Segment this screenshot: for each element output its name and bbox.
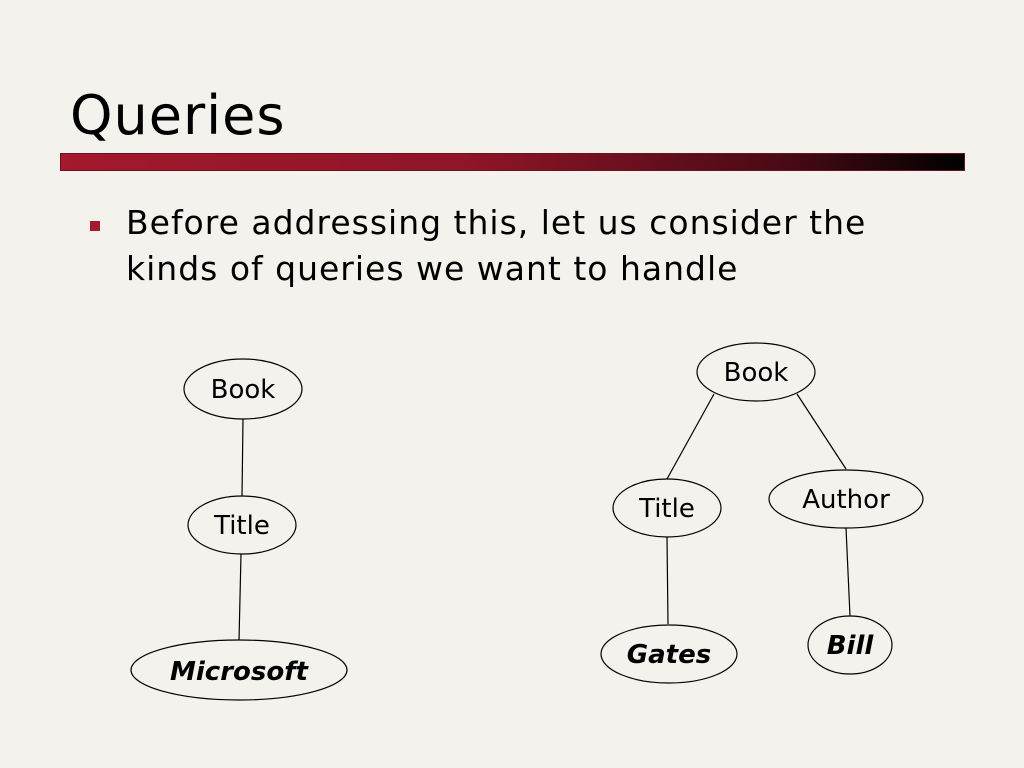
node-bill-ellipse bbox=[807, 615, 893, 675]
edge-book-title bbox=[666, 393, 715, 480]
node-microsoft-ellipse bbox=[130, 639, 348, 701]
edge-title-gates bbox=[666, 536, 669, 625]
edge-book-author bbox=[796, 393, 847, 470]
edge-title-microsoft bbox=[238, 553, 242, 642]
bullet-text: Before addressing this, let us consider … bbox=[126, 203, 867, 288]
left-tree: Book Title Microsoft bbox=[130, 358, 348, 701]
node-author-ellipse bbox=[768, 469, 924, 529]
node-bill: Bill bbox=[807, 615, 893, 675]
node-gates: Gates bbox=[600, 624, 738, 684]
node-author-label: Author bbox=[802, 485, 890, 515]
slide-title: Queries bbox=[70, 84, 286, 147]
title-divider bbox=[60, 153, 965, 171]
bullet-list: Before addressing this, let us consider … bbox=[90, 200, 940, 292]
node-title-ellipse bbox=[612, 478, 722, 538]
node-microsoft-label: Microsoft bbox=[170, 657, 310, 687]
edge-book-title bbox=[241, 418, 244, 498]
node-title-ellipse bbox=[187, 495, 297, 555]
bullet-item: Before addressing this, let us consider … bbox=[90, 200, 940, 292]
right-tree: Book Title Author Gates Bill bbox=[600, 342, 924, 684]
node-title: Title bbox=[612, 478, 722, 538]
node-book: Book bbox=[183, 358, 303, 420]
node-title: Title bbox=[187, 495, 297, 555]
square-bullet-icon bbox=[90, 221, 100, 231]
node-book-label: Book bbox=[211, 375, 276, 405]
node-gates-ellipse bbox=[600, 624, 738, 684]
edge-author-bill bbox=[845, 527, 851, 617]
node-book: Book bbox=[696, 342, 816, 402]
node-gates-label: Gates bbox=[627, 640, 711, 670]
node-title-label: Title bbox=[213, 511, 270, 541]
node-book-label: Book bbox=[724, 358, 789, 388]
node-title-label: Title bbox=[638, 494, 695, 524]
node-bill-label: Bill bbox=[827, 631, 875, 661]
node-microsoft: Microsoft bbox=[130, 639, 348, 701]
node-author: Author bbox=[768, 469, 924, 529]
node-book-ellipse bbox=[696, 342, 816, 402]
node-book-ellipse bbox=[183, 358, 303, 420]
